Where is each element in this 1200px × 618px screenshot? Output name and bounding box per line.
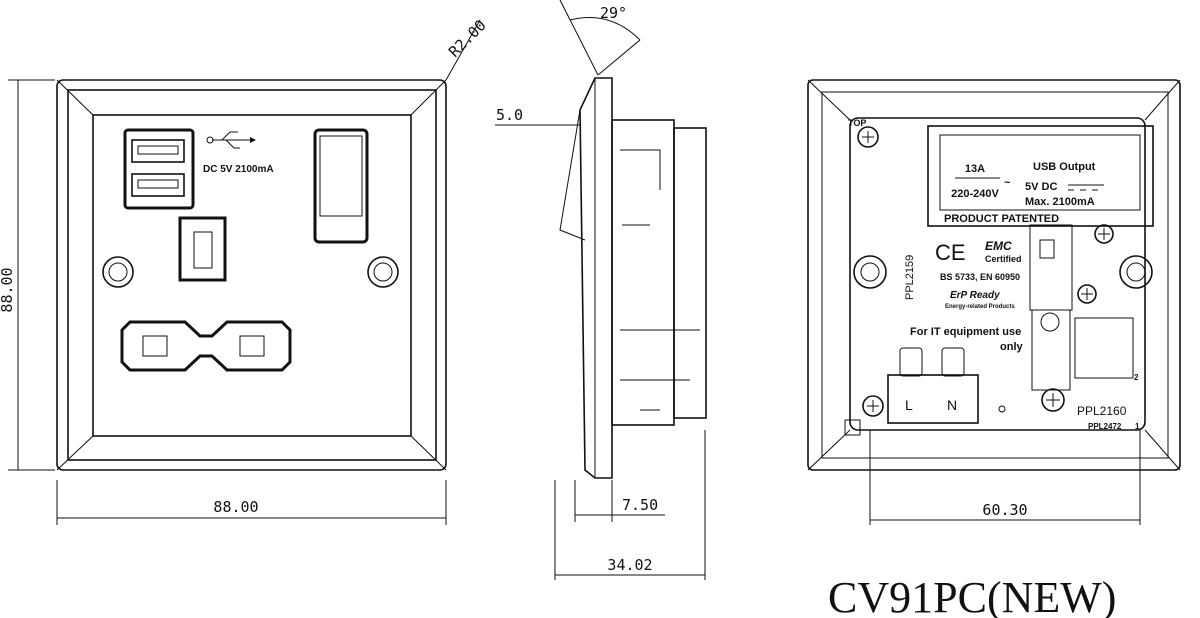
part-number-ppl2472: PPL2472 <box>1088 422 1122 431</box>
usb-output-label: USB Output <box>1033 161 1096 173</box>
screws <box>853 126 1153 417</box>
rocker-switch <box>313 128 369 244</box>
side-body <box>611 119 675 426</box>
front-face <box>92 114 412 437</box>
it-use-label: For IT equipment use <box>910 326 1021 338</box>
terminal-l: L <box>905 397 913 413</box>
terminal-block <box>887 374 979 424</box>
rating-voltage: 220-240V <box>951 188 999 200</box>
rating-current: 13A <box>965 163 985 175</box>
front-width-dimension: 88.00 <box>213 498 258 516</box>
label-panel <box>927 125 1154 227</box>
model-title: CV91PC(NEW) <box>828 573 1116 618</box>
emc-label: EMC <box>985 239 1012 253</box>
back-view: TOP 13A 220-240V ~ USB Output 5V DC Max.… <box>807 79 1181 525</box>
patented-label: PRODUCT PATENTED <box>944 213 1059 225</box>
live-neutral-socket <box>120 320 292 372</box>
standards-label: BS 5733, EN 60950 <box>940 272 1020 282</box>
plate-thickness-dimension: 7.50 <box>622 496 658 514</box>
side-view: 29° 5.0 7.50 34.02 <box>495 0 707 580</box>
tilt-angle-dimension: 29° <box>600 4 627 22</box>
part-number-ppl2159: PPL2159 <box>904 255 916 300</box>
top-label: TOP <box>848 118 866 128</box>
earth-symbol <box>1040 312 1060 332</box>
screw-hole-left <box>102 256 134 288</box>
front-plate-outline <box>56 79 447 471</box>
front-view: DC 5V 2100mA 88.00 88.00 R2.00 <box>0 16 490 525</box>
erp-label: ErP Ready <box>950 290 1000 301</box>
ac-symbol: ~ <box>1004 177 1011 189</box>
earth-socket <box>178 216 227 282</box>
usb-ports <box>123 128 195 210</box>
corner-radius-dimension: R2.00 <box>445 16 490 61</box>
mark-1: 1 <box>1135 422 1140 431</box>
part-number-ppl2160: PPL2160 <box>1077 404 1127 418</box>
usb-voltage-label: 5V DC <box>1025 181 1057 193</box>
certified-label: Certified <box>985 254 1022 264</box>
usb-rating-label: DC 5V 2100mA <box>203 164 274 175</box>
ce-mark: CE <box>935 240 966 265</box>
back-width-dimension: 60.30 <box>982 501 1027 519</box>
total-depth-dimension: 34.02 <box>607 556 652 574</box>
front-bevel <box>67 89 437 461</box>
usb-max-label: Max. 2100mA <box>1025 196 1095 208</box>
usb-icon <box>206 131 256 149</box>
front-height-dimension: 88.00 <box>0 267 16 312</box>
mark-2: 2 <box>1134 373 1139 382</box>
plate-offset-dimension: 5.0 <box>496 106 523 124</box>
erp-sub-label: Energy-related Products <box>945 304 1015 310</box>
back-plate-outline <box>807 79 1181 471</box>
screw-hole-right <box>367 256 399 288</box>
terminal-n: N <box>947 397 957 413</box>
it-use-label-2: only <box>1000 341 1023 353</box>
side-plate <box>579 77 613 479</box>
